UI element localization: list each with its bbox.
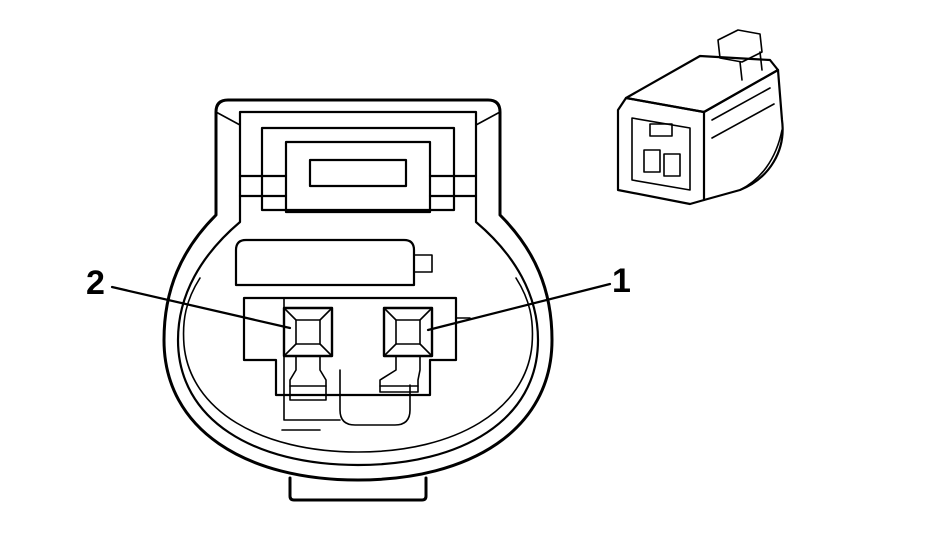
iso-pin — [643, 149, 661, 173]
connector-iso-view — [616, 29, 784, 206]
pin-cavity-1 — [379, 306, 434, 393]
iso-pin — [663, 153, 681, 177]
latch-outline — [339, 369, 411, 426]
pin-2-label: 2 — [86, 264, 105, 302]
pin-1-leader-line — [426, 282, 612, 332]
iso-lock — [649, 123, 673, 137]
lock-frame — [260, 126, 456, 212]
connector-inner-shell — [176, 110, 540, 467]
bottom-key — [288, 476, 428, 502]
pin-2-leader-line — [110, 285, 292, 330]
connector-face — [162, 98, 554, 502]
iso-body-side — [702, 68, 784, 202]
iso-latch-edge — [739, 51, 763, 81]
hood-corner-line — [215, 111, 241, 126]
iso-body-front — [616, 96, 706, 206]
connector-outer-shell — [162, 98, 554, 482]
iso-curve — [739, 129, 783, 191]
iso-face — [631, 117, 691, 191]
inner-ring — [182, 277, 534, 453]
lock-tab — [284, 140, 432, 214]
cavity-housing — [234, 238, 416, 287]
pin-1-label: 1 — [612, 262, 631, 300]
housing-tab — [413, 254, 433, 273]
iso-rib — [711, 87, 775, 139]
lock-slot — [308, 158, 408, 188]
hood-corner-line — [475, 111, 501, 126]
iso-latch — [717, 29, 763, 63]
pin-cavity-2 — [282, 306, 334, 401]
